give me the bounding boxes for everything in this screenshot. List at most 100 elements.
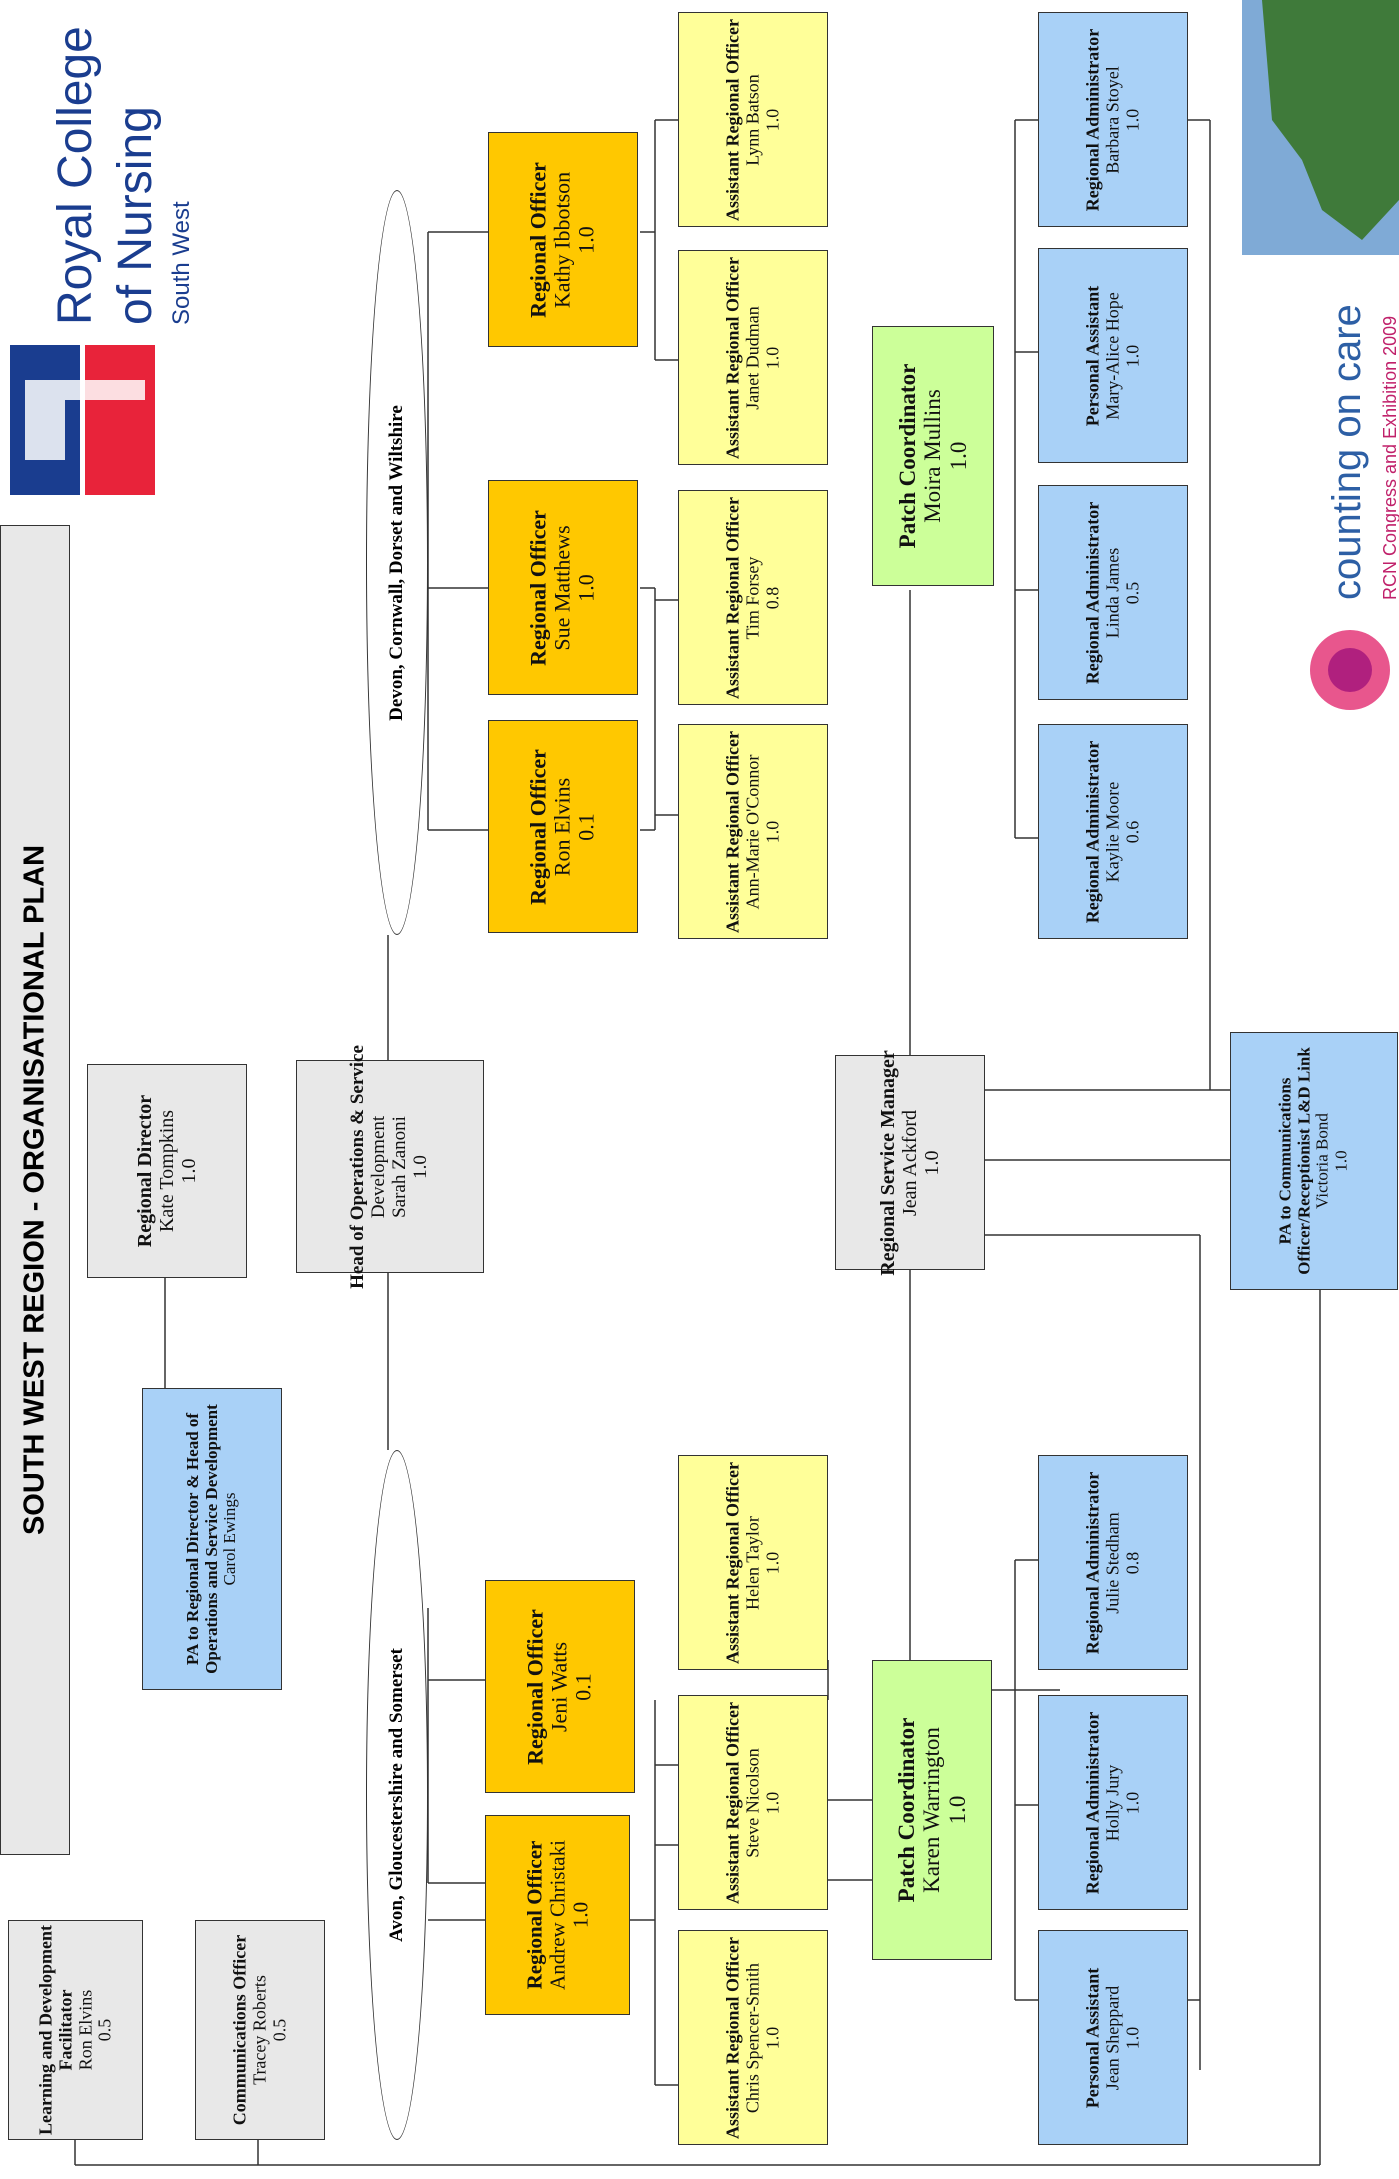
pa-sheppard-title: Personal Assistant	[1082, 1967, 1103, 2108]
ro-elvins-fte: 0.1	[574, 812, 600, 841]
pc-mullins-title: Patch Coordinator	[895, 363, 921, 549]
comms-name: Tracey Roberts	[249, 1975, 270, 2085]
pa-communications-box: PA to Communications Officer/Receptionis…	[1230, 1032, 1398, 1290]
aro-batson-name: Lynn Batson	[742, 73, 763, 166]
aro-oconnor-fte: 1.0	[761, 820, 782, 843]
aro-taylor-fte: 1.0	[761, 1551, 782, 1574]
ro-ibbotson-title: Regional Officer	[525, 161, 551, 318]
aro-dudman-title: Assistant Regional Officer	[722, 256, 743, 459]
ro-elvins-title: Regional Officer	[525, 748, 551, 905]
region-oval-east: Devon, Cornwall, Dorset and Wiltshire	[366, 190, 428, 935]
regional-officer-elvins-box: Regional Officer Ron Elvins 0.1	[488, 720, 638, 933]
ld-name: Ron Elvins	[74, 1989, 95, 2071]
ra-moore-box: Regional Administrator Kaylie Moore 0.6	[1038, 724, 1188, 939]
ra-james-title: Regional Administrator	[1082, 501, 1103, 684]
aro-taylor-box: Assistant Regional Officer Helen Taylor …	[678, 1455, 828, 1670]
ro-christaki-name: Andrew Christaki	[544, 1840, 569, 1990]
ra-moore-fte: 0.6	[1121, 820, 1142, 843]
ra-moore-name: Kaylie Moore	[1102, 781, 1123, 882]
flower-icon	[1310, 630, 1390, 710]
regional-director-box: Regional Director Kate Tompkins 1.0	[87, 1064, 247, 1278]
aro-dudman-name: Janet Dudman	[742, 305, 763, 410]
ra-james-box: Regional Administrator Linda James 0.5	[1038, 485, 1188, 700]
ro-matthews-name: Sue Matthews	[549, 524, 575, 651]
ra-jury-box: Regional Administrator Holly Jury 1.0	[1038, 1695, 1188, 1910]
pa-sheppard-fte: 1.0	[1121, 2026, 1142, 2049]
aro-dudman-fte: 1.0	[761, 346, 782, 369]
pa-hope-box: Personal Assistant Mary-Alice Hope 1.0	[1038, 248, 1188, 463]
aro-taylor-name: Helen Taylor	[742, 1515, 763, 1610]
regional-service-manager-box: Regional Service Manager Jean Ackford 1.…	[835, 1050, 985, 1275]
pa-director-title: PA to Regional Director & Head of Operat…	[182, 1404, 221, 1674]
ra-moore-title: Regional Administrator	[1082, 740, 1103, 923]
aro-batson-title: Assistant Regional Officer	[722, 18, 743, 221]
aro-forsey-title: Assistant Regional Officer	[722, 496, 743, 699]
head-ops-fte: 1.0	[409, 1154, 431, 1179]
ra-stoyel-name: Barbara Stoyel	[1102, 65, 1123, 174]
aro-oconnor-title: Assistant Regional Officer	[722, 730, 743, 933]
ra-jury-title: Regional Administrator	[1082, 1711, 1103, 1894]
pa-sheppard-name: Jean Sheppard	[1102, 1985, 1123, 2090]
logo-line-2: of Nursing	[109, 106, 162, 325]
pa-comms-title: PA to Communications Officer/Receptionis…	[1275, 1047, 1314, 1275]
ro-elvins-name: Ron Elvins	[549, 777, 575, 876]
ra-jury-name: Holly Jury	[1102, 1764, 1123, 1841]
pa-hope-title: Personal Assistant	[1082, 285, 1103, 426]
ro-ibbotson-name: Kathy Ibbotson	[549, 171, 575, 308]
aro-batson-fte: 1.0	[761, 108, 782, 131]
rsm-fte: 1.0	[921, 1150, 943, 1175]
pa-director-name: Carol Ewings	[220, 1492, 240, 1586]
aro-nicolson-fte: 1.0	[761, 1791, 782, 1814]
aro-oconnor-name: Ann-Marie O'Connor	[742, 754, 763, 909]
regional-officer-watts-box: Regional Officer Jeni Watts 0.1	[485, 1580, 635, 1793]
rcn-logo	[5, 340, 165, 500]
ra-stedham-title: Regional Administrator	[1082, 1471, 1103, 1654]
ra-stoyel-box: Regional Administrator Barbara Stoyel 1.…	[1038, 12, 1188, 227]
director-name: Kate Tompkins	[156, 1109, 178, 1233]
ro-matthews-title: Regional Officer	[525, 509, 551, 666]
regional-officer-christaki-box: Regional Officer Andrew Christaki 1.0	[485, 1815, 630, 2015]
ld-fte: 0.5	[94, 2018, 115, 2042]
counting-on-care-logo	[1300, 610, 1399, 730]
logo-line-3: South West	[168, 201, 195, 325]
aro-oconnor-box: Assistant Regional Officer Ann-Marie O'C…	[678, 724, 828, 939]
region-oval-west: Avon, Gloucestershire and Somerset	[366, 1450, 428, 2140]
region-map	[1242, 0, 1399, 255]
ra-stedham-fte: 0.8	[1121, 1551, 1142, 1574]
ro-watts-name: Jeni Watts	[546, 1641, 572, 1732]
aro-spencer-smith-box: Assistant Regional Officer Chris Spencer…	[678, 1930, 828, 2145]
pc-warrington-name: Karen Warrington	[919, 1727, 945, 1893]
ra-james-name: Linda James	[1102, 547, 1123, 638]
ra-stoyel-title: Regional Administrator	[1082, 28, 1103, 211]
rsm-name: Jean Ackford	[899, 1109, 921, 1216]
aro-forsey-name: Tim Forsey	[742, 556, 763, 639]
ld-facilitator-box: Learning and Development Facilitator Ron…	[8, 1920, 143, 2140]
regional-officer-ibbotson-box: Regional Officer Kathy Ibbotson 1.0	[488, 132, 638, 347]
ro-matthews-fte: 1.0	[574, 573, 600, 602]
head-ops-name: Sarah Zanoni	[389, 1115, 410, 1218]
slogan-main: counting on care	[1325, 304, 1369, 600]
aro-nicolson-title: Assistant Regional Officer	[722, 1701, 743, 1904]
pa-comms-fte: 1.0	[1331, 1150, 1351, 1172]
pa-comms-name: Victoria Bond	[1313, 1113, 1332, 1209]
aro-nicolson-name: Steve Nicolson	[742, 1747, 763, 1858]
aro-smith-fte: 1.0	[761, 2026, 782, 2049]
ra-stedham-name: Julie Stedham	[1102, 1511, 1123, 1614]
pa-director-box: PA to Regional Director & Head of Operat…	[142, 1388, 282, 1690]
regional-officer-matthews-box: Regional Officer Sue Matthews 1.0	[488, 480, 638, 695]
pc-warrington-fte: 1.0	[944, 1795, 970, 1825]
ra-stedham-box: Regional Administrator Julie Stedham 0.8	[1038, 1455, 1188, 1670]
patch-coordinator-mullins-box: Patch Coordinator Moira Mullins 1.0	[872, 326, 994, 586]
ro-christaki-fte: 1.0	[568, 1901, 593, 1929]
page-title: SOUTH WEST REGION - ORGANISATIONAL PLAN	[18, 844, 51, 1536]
comms-title: Communications Officer	[229, 1934, 250, 2126]
comms-fte: 0.5	[268, 2018, 289, 2042]
aro-smith-name: Chris Spencer-Smith	[742, 1962, 763, 2113]
pa-hope-fte: 1.0	[1121, 344, 1142, 367]
hands-logo-icon	[10, 345, 155, 495]
pa-hope-name: Mary-Alice Hope	[1102, 291, 1123, 420]
aro-smith-title: Assistant Regional Officer	[722, 1936, 743, 2139]
pa-sheppard-box: Personal Assistant Jean Sheppard 1.0	[1038, 1930, 1188, 2145]
